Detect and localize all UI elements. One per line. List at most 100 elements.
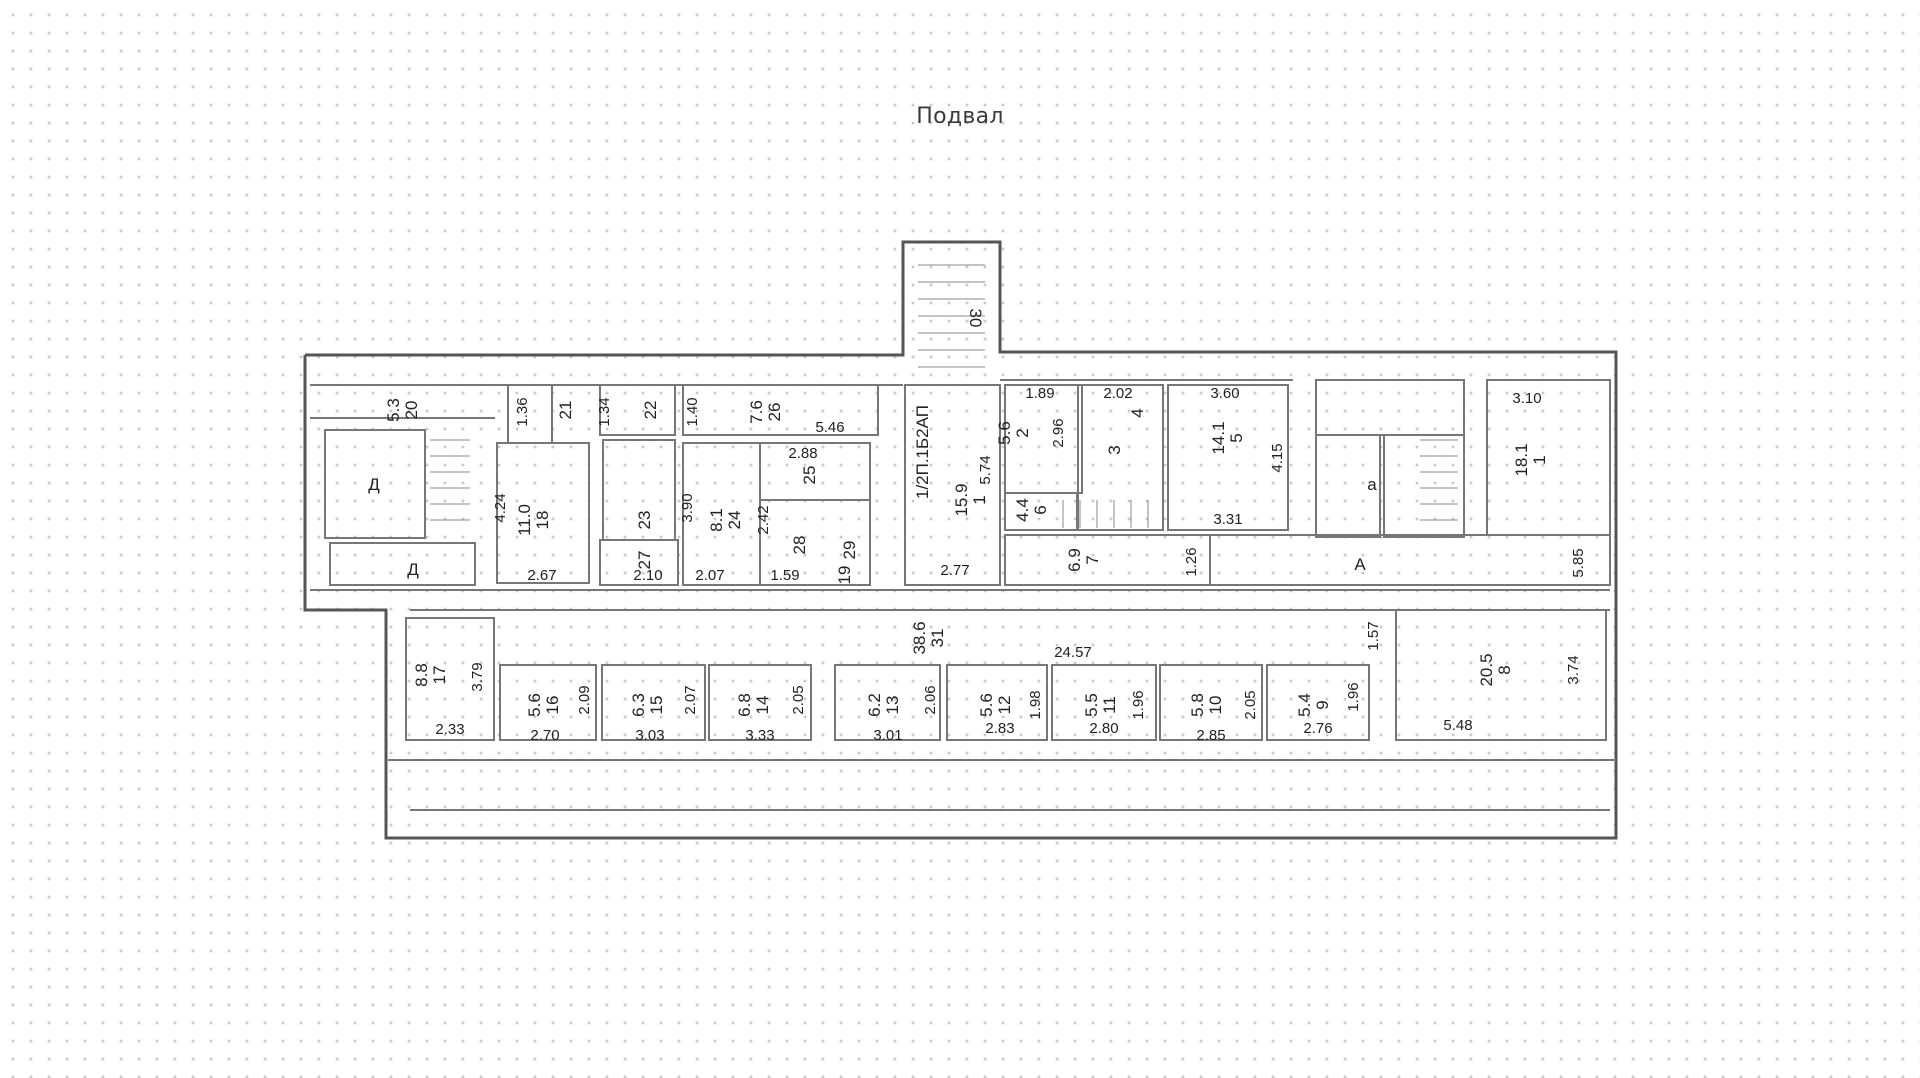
dimension: 1.40 — [684, 397, 701, 426]
dimension: 4.15 — [1269, 443, 1286, 472]
dimension: 1.36 — [514, 397, 531, 426]
room-area: 7.6 — [747, 400, 766, 424]
corridor-area: 38.6 — [910, 621, 929, 654]
room-number: 5 — [1227, 433, 1246, 442]
dimension: 3.74 — [1565, 655, 1582, 684]
room-number: 12 — [995, 696, 1014, 715]
entrance-label: Д — [368, 475, 380, 494]
room-number: 19 — [835, 566, 854, 585]
dimension: 2.07 — [682, 685, 699, 714]
room-number: 3 — [1105, 445, 1124, 454]
dimension: 1.98 — [1027, 690, 1044, 719]
stair-label: 30 — [966, 309, 985, 328]
entrance-label: а — [1367, 475, 1377, 494]
room-number: 10 — [1206, 696, 1225, 715]
inner-walls — [310, 379, 1616, 811]
room-number: 13 — [883, 696, 902, 715]
room-number: 28 — [790, 536, 809, 555]
dimension: 2.07 — [695, 567, 724, 584]
dimension: 2.70 — [530, 727, 559, 744]
dimension: 2.76 — [1303, 720, 1332, 737]
dimension: 2.42 — [755, 505, 772, 534]
wing-label: 1/2П.1Б2АП — [913, 405, 932, 499]
dimension: 2.05 — [790, 685, 807, 714]
dimension: 2.83 — [985, 720, 1014, 737]
dimension: 2.09 — [576, 685, 593, 714]
room-number: 14 — [753, 696, 772, 715]
room-area: 15.9 — [952, 483, 971, 516]
room-area: 11.0 — [515, 504, 534, 536]
dimension: 3.60 — [1210, 385, 1239, 402]
room-area: 6.3 — [629, 693, 648, 717]
dimension: 1.96 — [1130, 690, 1147, 719]
room-number: 22 — [641, 401, 660, 420]
dimension: 5.46 — [815, 419, 844, 436]
dimension: 3.01 — [873, 727, 902, 744]
room-number: 11 — [1100, 696, 1119, 714]
room-area: 20.5 — [1477, 653, 1496, 686]
dimension: 3.31 — [1213, 511, 1242, 528]
dimension: 1.57 — [1365, 621, 1382, 650]
room-area: 5.3 — [384, 398, 403, 422]
room-area: 5.8 — [1188, 693, 1207, 717]
room-area: 5.6 — [525, 693, 544, 717]
room-number: 27 — [635, 551, 654, 570]
dimension: 1.59 — [770, 567, 799, 584]
room-number: 25 — [800, 466, 819, 485]
room-number: 6 — [1031, 505, 1050, 514]
dimension: 5.48 — [1443, 717, 1472, 734]
room-number: 9 — [1313, 700, 1332, 709]
room-area: 5.6 — [995, 421, 1014, 445]
room-area: 8.8 — [412, 663, 431, 687]
room-number: 4 — [1128, 408, 1147, 417]
outer-walls — [303, 240, 1618, 840]
room-number: 29 — [840, 541, 859, 560]
dimension: 2.10 — [633, 567, 662, 584]
corridor-number: 31 — [928, 629, 947, 648]
dimension: 2.02 — [1103, 385, 1132, 402]
room-number: 20 — [402, 401, 421, 420]
room-number: 2 — [1013, 428, 1032, 437]
dimension: 2.33 — [435, 721, 464, 738]
room-number: 16 — [543, 696, 562, 715]
dimension: 4.24 — [492, 493, 509, 522]
room-number: 23 — [635, 511, 654, 530]
room-number: 18 — [533, 511, 552, 530]
dimension: 3.33 — [745, 727, 774, 744]
room-area: 18.1 — [1512, 443, 1531, 476]
entrance-label: А — [1354, 555, 1366, 574]
room-number: 17 — [430, 666, 449, 685]
dimension: 1.96 — [1345, 682, 1362, 711]
dimension: 2.05 — [1242, 690, 1259, 719]
dimension: 2.96 — [1050, 418, 1067, 447]
room-number: 15 — [647, 696, 666, 715]
entrance-label: Д — [407, 560, 419, 579]
room-number: 26 — [765, 403, 784, 422]
corridor-length: 24.57 — [1054, 644, 1092, 661]
room-area: 4.4 — [1013, 498, 1032, 522]
dimension: 2.85 — [1196, 727, 1225, 744]
room-number: 1 — [1530, 455, 1549, 464]
dimension: 2.67 — [527, 567, 556, 584]
dimension: 3.03 — [635, 727, 664, 744]
room-area: 6.8 — [735, 693, 754, 717]
room-area: 5.6 — [977, 693, 996, 717]
dimension: 2.80 — [1089, 720, 1118, 737]
room-area: 5.4 — [1295, 693, 1314, 717]
room-number: 7 — [1083, 555, 1102, 564]
dimension: 2.06 — [922, 685, 939, 714]
floor-title: Подвал — [916, 104, 1004, 129]
room-number: 21 — [556, 401, 575, 420]
room-area: 8.1 — [707, 508, 726, 532]
room-area: 6.2 — [865, 693, 884, 717]
room-number: 24 — [725, 511, 744, 530]
dimension: 1.34 — [596, 397, 613, 426]
dimension: 2.88 — [788, 445, 817, 462]
room-area: 5.5 — [1082, 693, 1101, 717]
dimension: 1.26 — [1183, 547, 1200, 576]
room-area: 6.9 — [1065, 548, 1084, 572]
dimension: 5.85 — [1570, 548, 1587, 577]
dimension: 3.79 — [469, 662, 486, 691]
dimension: 1.89 — [1025, 385, 1054, 402]
